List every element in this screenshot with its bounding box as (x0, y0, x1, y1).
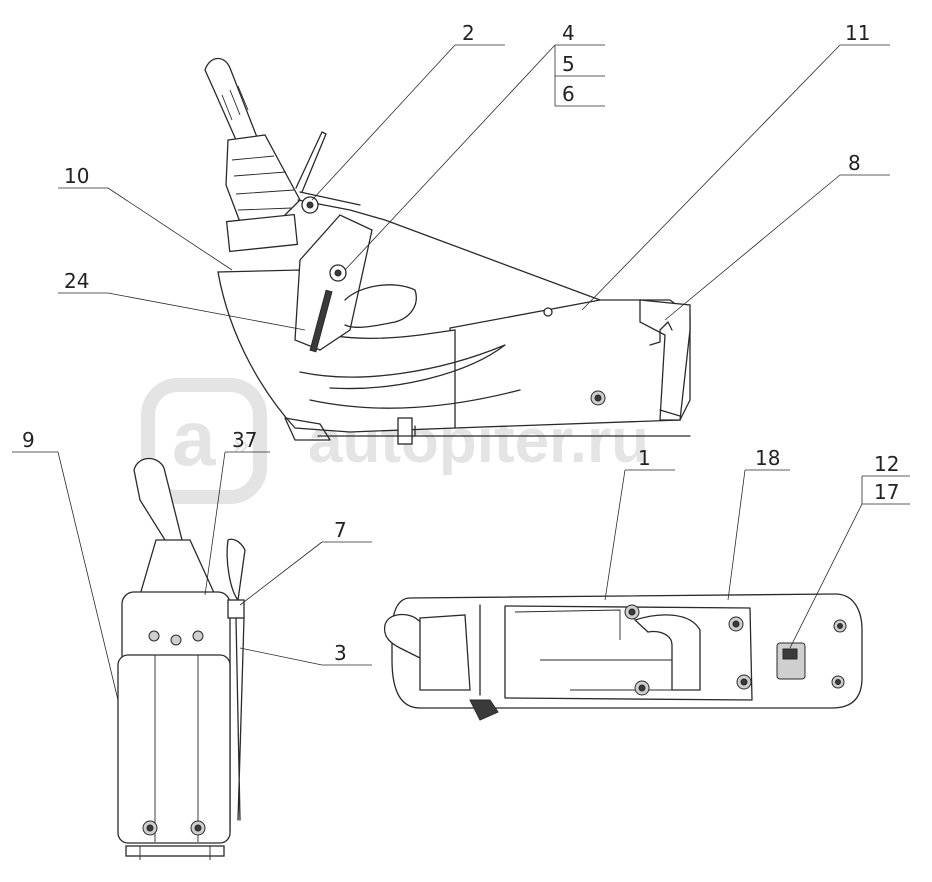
front-top-bolt-left (148, 630, 160, 642)
lock-lever (295, 131, 327, 193)
callout-4: 4 (562, 21, 575, 45)
top-view (383, 593, 863, 721)
callout-7: 7 (334, 518, 347, 542)
watermark-logo-arrow: » (232, 428, 250, 463)
top-latch (469, 699, 499, 721)
watermark-logo-letter: a (172, 394, 216, 482)
callout-18: 18 (755, 446, 780, 470)
front-base-plate (125, 845, 225, 857)
top-switch (776, 642, 806, 680)
leader-lines (12, 44, 910, 701)
callout-numbers: 2 4 5 6 11 8 10 24 9 37 1 18 12 17 7 3 (22, 21, 899, 665)
callout-11: 11 (845, 21, 870, 45)
side-housing-endcap (639, 299, 691, 421)
front-top-bolt-mid (170, 634, 182, 646)
callout-1: 1 (638, 446, 651, 470)
top-inner-frame (504, 605, 753, 701)
callout-10: 10 (64, 164, 89, 188)
top-u-slot (633, 614, 701, 691)
callout-17: 17 (874, 480, 899, 504)
callout-8: 8 (848, 151, 861, 175)
callout-6: 6 (562, 82, 575, 106)
front-side-rod (235, 617, 245, 821)
side-housing (449, 299, 691, 429)
gate-plate (294, 214, 373, 351)
callout-9: 9 (22, 428, 35, 452)
callout-12: 12 (874, 452, 899, 476)
gate-slot (344, 284, 417, 328)
front-side-bracket (227, 599, 245, 619)
lever-collar (225, 213, 299, 253)
callout-5: 5 (562, 52, 575, 76)
callout-2: 2 (462, 21, 475, 45)
spring (309, 289, 333, 353)
side-housing-rivet (543, 307, 553, 317)
callout-3: 3 (334, 641, 347, 665)
callout-24: 24 (64, 269, 89, 293)
front-wire (226, 538, 246, 601)
front-boot (139, 539, 217, 596)
front-panel (117, 654, 231, 844)
callout-37: 37 (232, 428, 257, 452)
watermark-logo-box (141, 378, 267, 504)
top-knob-collar (419, 614, 471, 691)
side-view (204, 57, 691, 445)
front-view (117, 457, 246, 860)
front-top-bolt-right (192, 630, 204, 642)
